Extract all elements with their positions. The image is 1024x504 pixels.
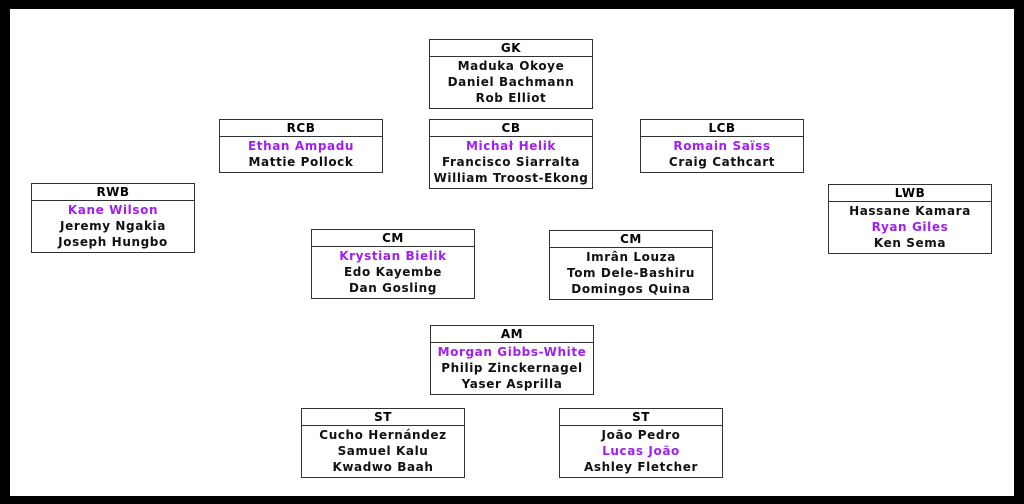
- player-name: Craig Cathcart: [668, 155, 776, 169]
- player-name: Lucas João: [602, 444, 680, 458]
- position-label: CM: [312, 230, 474, 247]
- player-name: Philip Zinckernagel: [441, 361, 583, 375]
- player-name: Samuel Kalu: [337, 444, 429, 458]
- player-name: Krystian Bielik: [339, 249, 447, 263]
- position-label: CB: [430, 120, 592, 137]
- player-name: Kwadwo Baah: [332, 460, 434, 474]
- position-label: AM: [431, 326, 593, 343]
- position-label: CM: [550, 231, 712, 248]
- position-label: ST: [302, 409, 464, 426]
- player-name: Francisco Siarralta: [441, 155, 581, 169]
- player-name: Yaser Asprilla: [461, 377, 563, 391]
- player-name: Maduka Okoye: [457, 59, 565, 73]
- player-name: João Pedro: [601, 428, 681, 442]
- player-name: Rob Elliot: [475, 91, 547, 105]
- player-name: Hassane Kamara: [849, 204, 971, 218]
- player-name: Joseph Hungbo: [58, 235, 168, 249]
- position-label: LWB: [829, 185, 991, 202]
- position-label: ST: [560, 409, 722, 426]
- player-name: Imrân Louza: [586, 250, 676, 264]
- player-name: Romain Saïss: [673, 139, 771, 153]
- player-name: Edo Kayembe: [343, 265, 443, 279]
- position-label: LCB: [641, 120, 803, 137]
- position-label: GK: [430, 40, 592, 57]
- player-name: Domingos Quina: [571, 282, 691, 296]
- player-name: Michał Helik: [465, 139, 557, 153]
- player-name: Ethan Ampadu: [247, 139, 355, 153]
- player-name: Ken Sema: [873, 236, 947, 250]
- player-name: Tom Dele-Bashiru: [567, 266, 695, 280]
- position-label: RWB: [32, 184, 194, 201]
- player-name: Jeremy Ngakia: [60, 219, 166, 233]
- player-name: Mattie Pollock: [248, 155, 354, 169]
- player-name: Ryan Giles: [871, 220, 949, 234]
- player-name: Daniel Bachmann: [447, 75, 575, 89]
- player-name: Morgan Gibbs-White: [437, 345, 587, 359]
- position-label: RCB: [220, 120, 382, 137]
- player-name: William Troost-Ekong: [433, 171, 589, 185]
- player-name: Kane Wilson: [67, 203, 159, 217]
- player-name: Dan Gosling: [349, 281, 437, 295]
- player-name: Ashley Fletcher: [583, 460, 699, 474]
- player-name: Cucho Hernández: [319, 428, 447, 442]
